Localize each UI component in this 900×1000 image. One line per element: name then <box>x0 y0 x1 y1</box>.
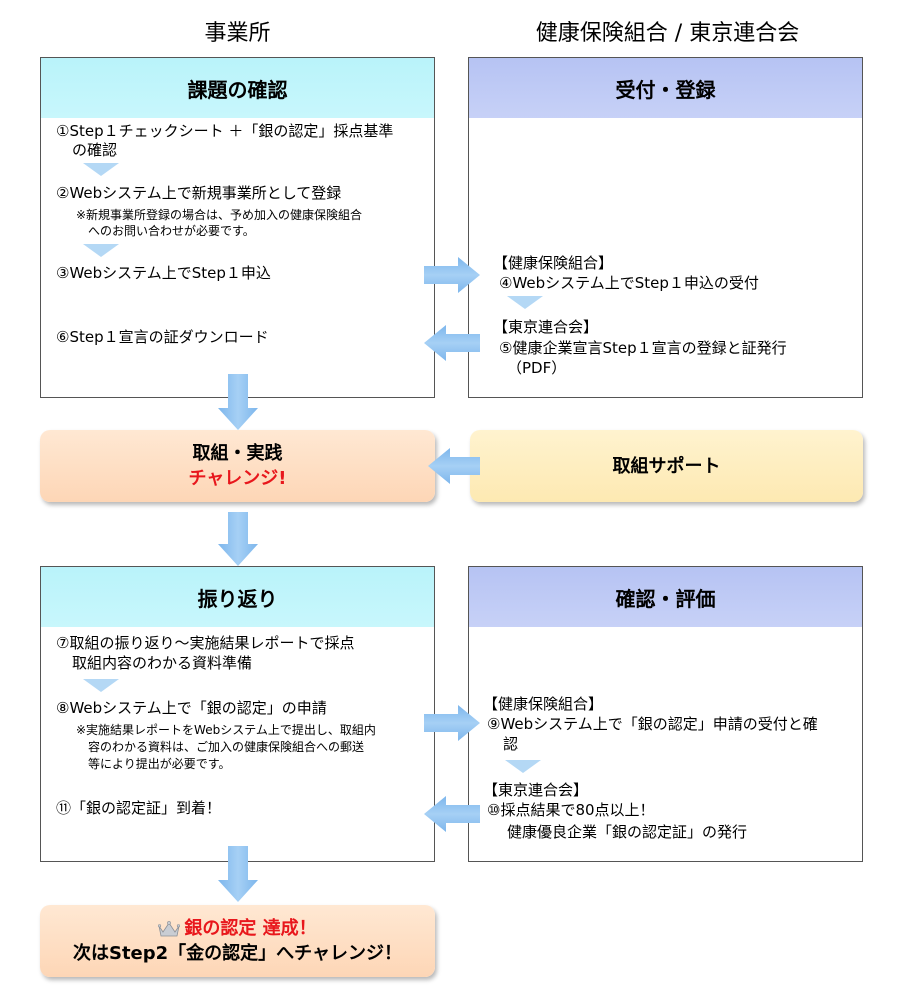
step8-note-line2: 容のわかる資料は、ご加入の健康保険組合への郵送 <box>88 740 365 754</box>
panel-review: 振り返り ⑦取組の振り返り～実施結果レポートで採点 取組内容のわかる資料準備 ⑧… <box>40 566 435 862</box>
arrow-down-icon <box>218 846 258 902</box>
arrow-left-icon <box>424 796 480 832</box>
panel-review-header: 振り返り <box>41 567 434 627</box>
arrow-down-icon <box>218 512 258 566</box>
support-label: 取組サポート <box>612 455 721 477</box>
arrow-left-icon <box>424 325 480 361</box>
step10-text-line2: 健康優良企業「銀の認定証」の発行 <box>507 823 748 841</box>
crown-icon <box>158 920 181 936</box>
step8-note-line3: 等により提出が必要です。 <box>88 757 231 771</box>
panel-issue-confirmation-header: 課題の確認 <box>41 58 434 118</box>
panel-check-evaluation: 確認・評価 【健康保険組合】 ⑨Webシステム上で「銀の認定」申請の受付と確 認… <box>468 566 863 862</box>
support-box: 取組サポート <box>470 430 863 502</box>
action-practice-box: 取組・実践 チャレンジ! <box>40 430 435 502</box>
step5-text-line2: （PDF） <box>507 359 567 377</box>
down-triangle-icon <box>83 244 119 257</box>
achievement-line1-row: 銀の認定 達成！ <box>158 916 317 941</box>
column-title-jigyosho: 事業所 <box>204 21 271 46</box>
step11-text: ⑪「銀の認定証」到着！ <box>56 799 222 817</box>
panel-issue-confirmation: 課題の確認 ①Step１チェックシート ＋「銀の認定」採点基準 の確認 ②Web… <box>40 57 435 398</box>
step8-text: ⑧Webシステム上で「銀の認定」の申請 <box>56 699 327 717</box>
step9-text-line2: 認 <box>503 735 519 753</box>
step8-note-line1: ※実施結果レポートをWebシステム上で提出し、取組内 <box>76 723 376 737</box>
achievement-box: 銀の認定 達成！ 次はStep2「金の認定」へチャレンジ！ <box>40 905 435 977</box>
panel-check-evaluation-header: 確認・評価 <box>469 567 862 627</box>
step10-text-line1: ⑩採点結果で80点以上！ <box>487 801 655 819</box>
panel-reception-registration: 受付・登録 【健康保険組合】 ④Webシステム上でStep１申込の受付 【東京連… <box>468 57 863 398</box>
achievement-line2: 次はStep2「金の認定」へチャレンジ！ <box>72 943 402 964</box>
rengo-label-2: 【東京連合会】 <box>483 781 589 799</box>
down-triangle-icon <box>83 679 119 692</box>
column-title-kenpo-rengo: 健康保険組合 / 東京連合会 <box>535 21 800 46</box>
step1-text-line2: の確認 <box>72 141 118 159</box>
step2-text: ②Webシステム上で新規事業所として登録 <box>56 184 342 202</box>
down-triangle-icon <box>507 296 543 309</box>
down-triangle-icon <box>83 163 119 176</box>
step7-text-line1: ⑦取組の振り返り～実施結果レポートで採点 <box>56 634 355 652</box>
step2-note-line1: ※新規事業所登録の場合は、予め加入の健康保険組合 <box>76 208 363 222</box>
rengo-label: 【東京連合会】 <box>493 318 599 336</box>
step4-text: ④Webシステム上でStep１申込の受付 <box>499 274 759 292</box>
step6-text: ⑥Step１宣言の証ダウンロード <box>56 328 269 346</box>
arrow-right-icon <box>424 257 480 293</box>
step5-text-line1: ⑤健康企業宣言Step１宣言の登録と証発行 <box>499 339 787 357</box>
step9-text-line1: ⑨Webシステム上で「銀の認定」申請の受付と確 <box>487 715 818 733</box>
kenpo-label: 【健康保険組合】 <box>493 254 614 272</box>
step2-note-line2: へのお問い合わせが必要です。 <box>88 224 255 238</box>
step3-text: ③Webシステム上でStep１申込 <box>56 264 271 282</box>
step7-text-line2: 取組内容のわかる資料準備 <box>72 654 253 672</box>
arrow-down-icon <box>218 374 258 430</box>
down-triangle-icon <box>505 760 541 773</box>
panel-reception-registration-header: 受付・登録 <box>469 58 862 118</box>
kenpo-label-2: 【健康保険組合】 <box>483 695 604 713</box>
step1-text-line1: ①Step１チェックシート ＋「銀の認定」採点基準 <box>56 122 394 140</box>
action-line2: チャレンジ! <box>188 468 287 489</box>
arrow-right-icon <box>424 705 480 741</box>
arrow-left-icon <box>428 448 480 484</box>
achievement-line1: 銀の認定 達成！ <box>184 918 317 939</box>
action-line1: 取組・実践 <box>192 443 283 464</box>
